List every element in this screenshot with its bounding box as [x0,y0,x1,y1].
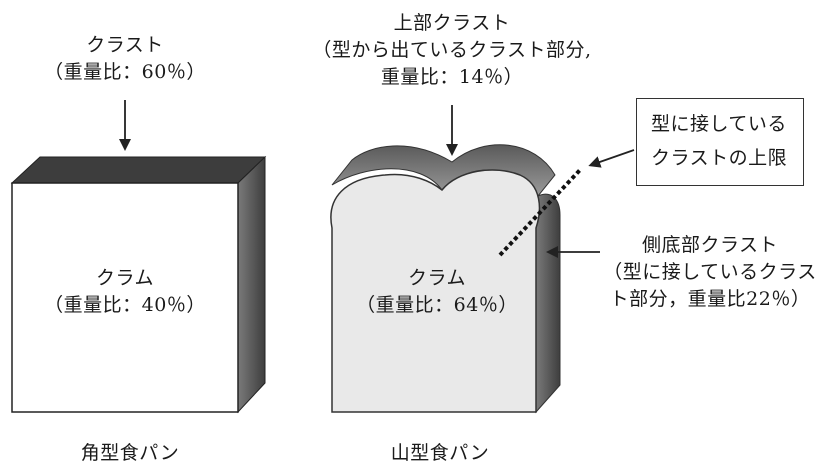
mountain-loaf-crumb [330,169,541,413]
square-crust-label: クラスト [86,34,164,56]
side-crust-desc-2: ト部分，重量比22％） [609,288,811,310]
mountain-loaf-caption: 山型食パン [390,442,490,464]
side-crust-title: 側底部クラスト [641,234,779,256]
side-crust-desc-1: （型に接しているクラス [603,261,817,283]
square-crumb-label: クラム [96,267,154,289]
callout-line-1: 型に接している [651,113,787,135]
square-crust-ratio: （重量比：60％） [44,61,206,83]
mountain-loaf [330,105,635,414]
square-crumb-label-group: クラム （重量比：40％） [44,265,206,319]
top-crust-desc: （型から出ているクラスト部分, [312,39,592,61]
pan-contact-limit-line [498,168,582,257]
callout-line-2: クラストの上限 [651,147,788,169]
square-loaf-caption: 角型食パン [80,442,180,464]
square-crust-label-group: クラスト （重量比：60％） [44,32,206,86]
top-crust-title: 上部クラスト [393,12,511,34]
square-loaf-crumb [11,182,239,413]
mountain-crumb-label: クラム [408,267,466,289]
top-crust-label-group: 上部クラスト （型から出ているクラスト部分, 重量比：14％） [312,10,591,91]
side-crust-label-group: 側底部クラスト （型に接しているクラス ト部分，重量比22％） [603,232,817,313]
callout-arrow [588,149,635,168]
square-loaf-side-crust [237,155,266,414]
mountain-crumb-label-group: クラム （重量比：64％） [356,265,518,319]
pan-contact-limit-callout: 型に接している クラストの上限 [636,98,804,186]
square-loaf-top-crust [10,156,267,184]
square-loaf [10,100,267,414]
square-crumb-ratio: （重量比：40％） [44,294,206,316]
top-crust-ratio: 重量比：14％） [380,66,524,88]
mountain-loaf-side-crust [535,193,561,414]
mountain-crumb-ratio: （重量比：64％） [356,294,518,316]
